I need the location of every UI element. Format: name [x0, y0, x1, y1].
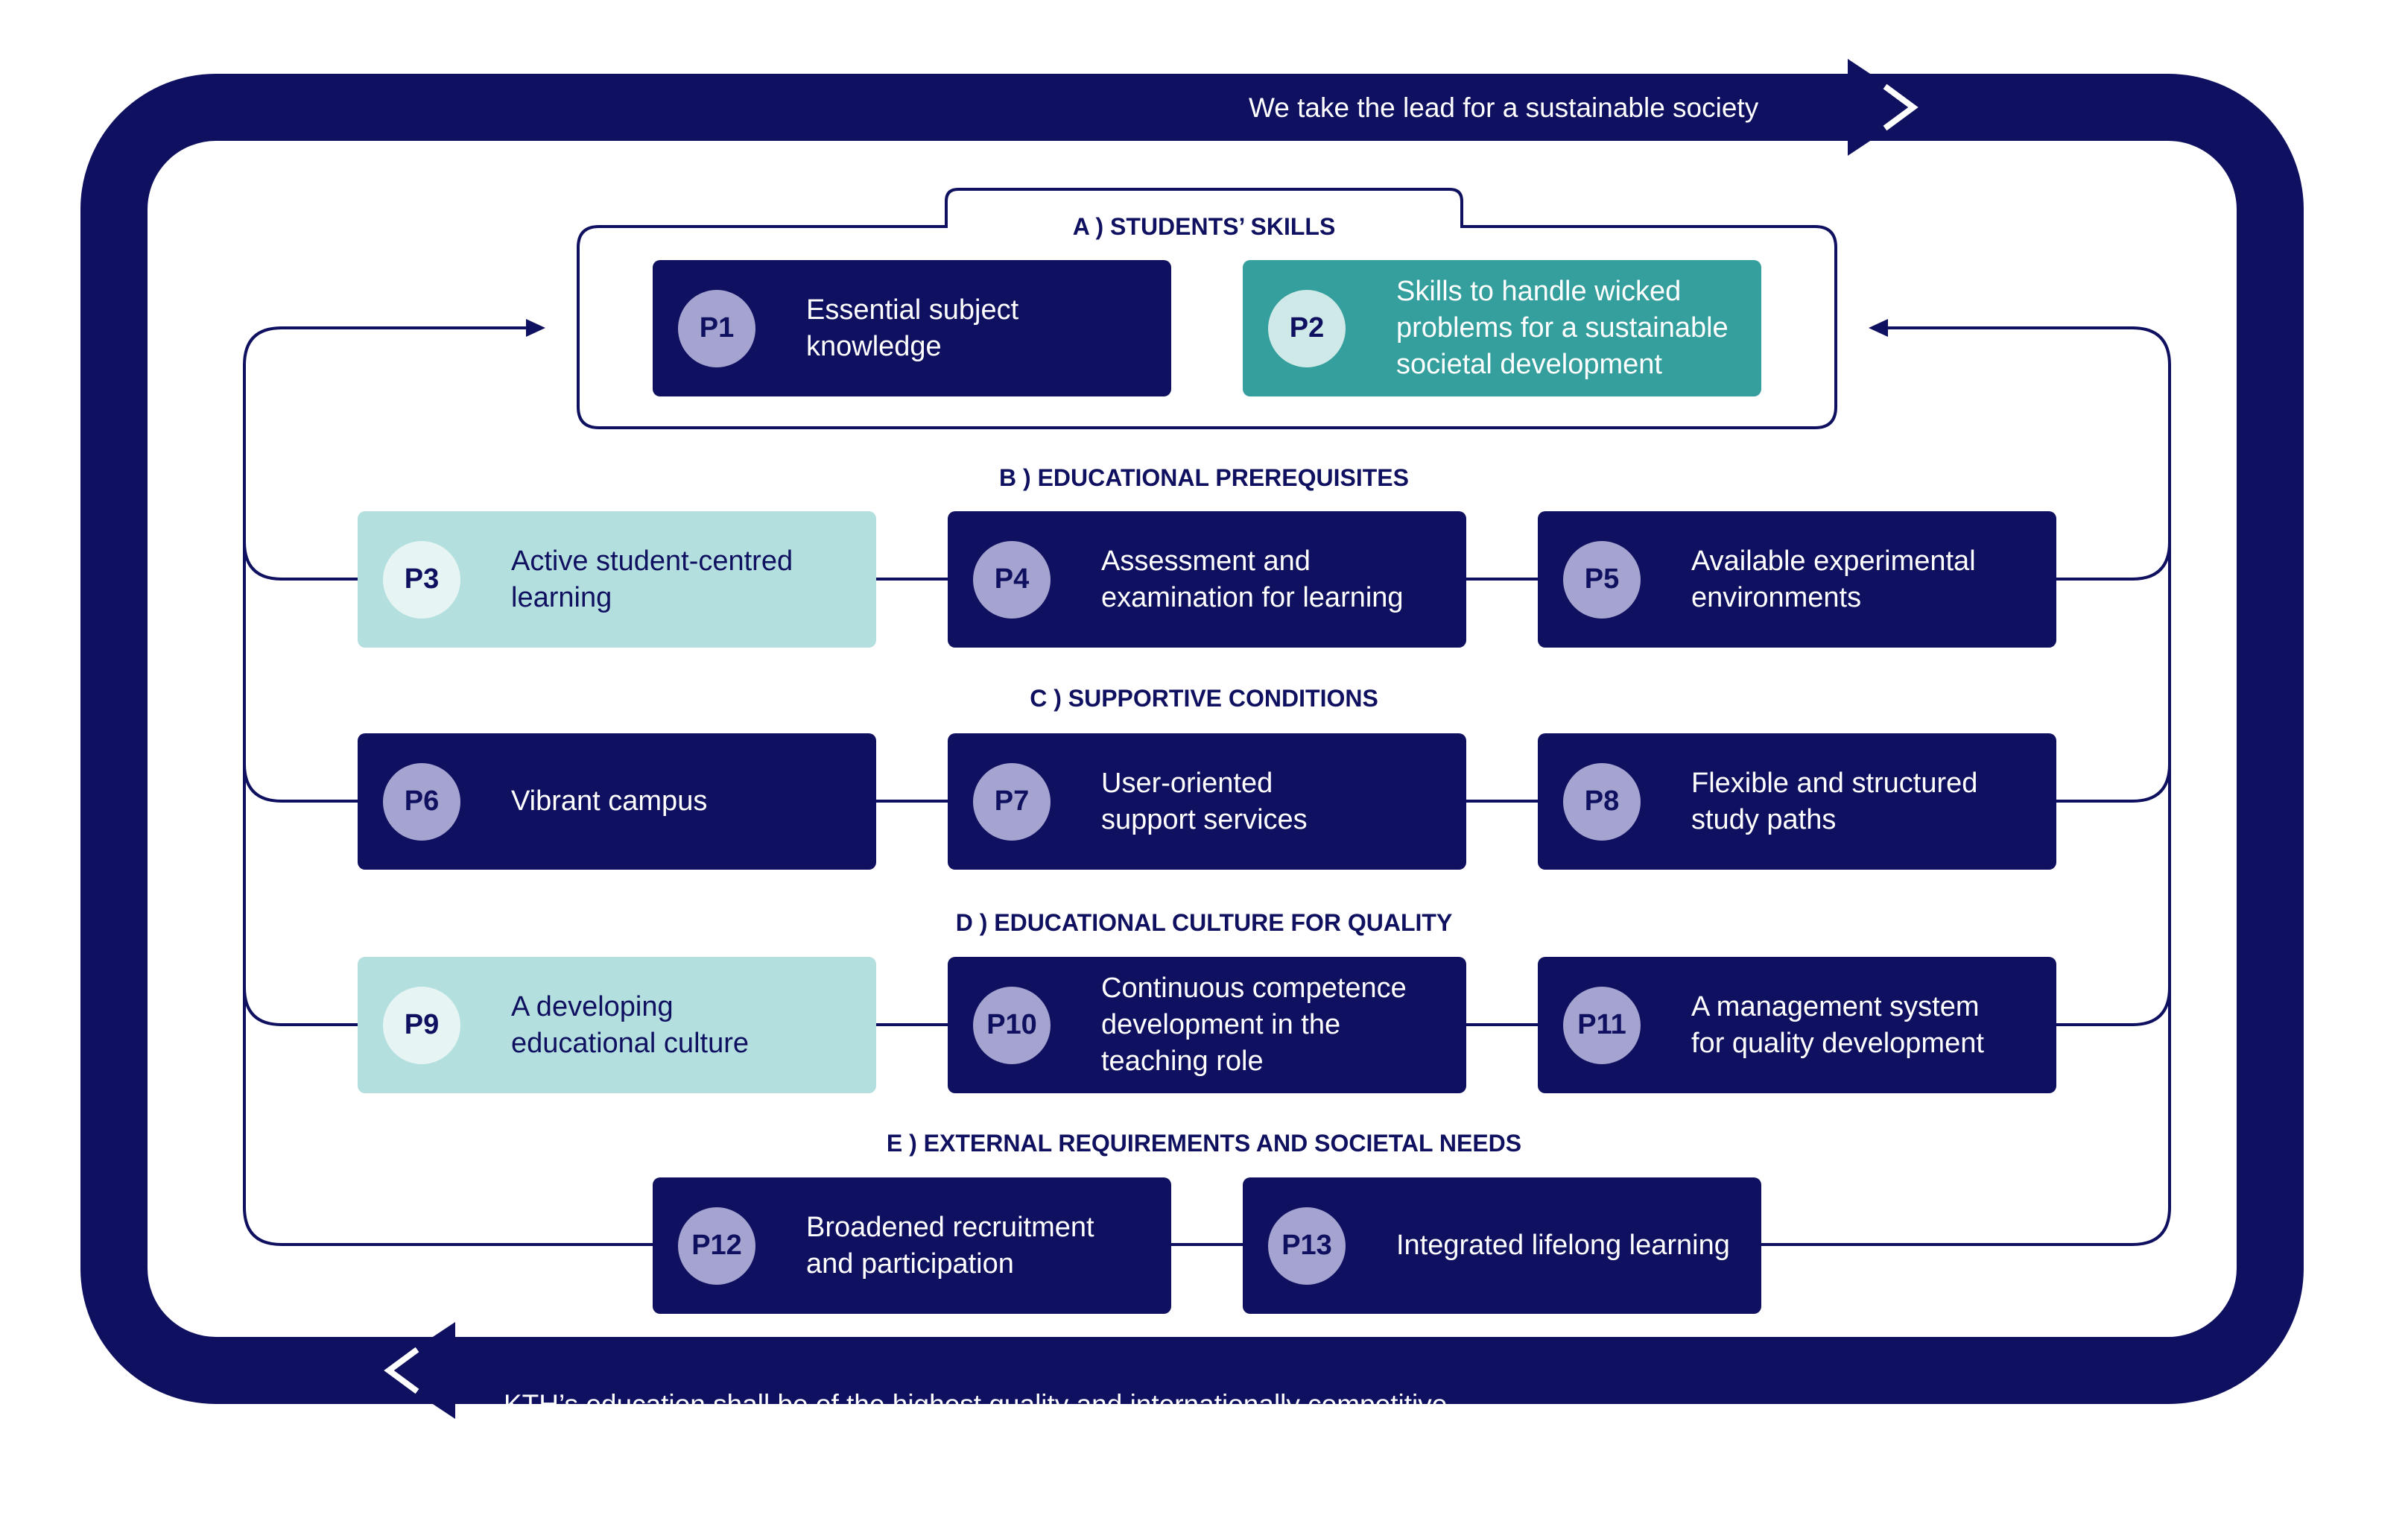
principle-label: Essential subject knowledge [806, 294, 1019, 362]
left-feedback-arrowhead [526, 319, 545, 337]
bottom-banner-text: KTH’s education shall be of the highest … [504, 1389, 1448, 1420]
principle-p3-box: P3 Active student-centred learning [358, 511, 876, 648]
principle-label: A management system for quality developm… [1691, 990, 1984, 1059]
principle-p2-box: P2 Skills to handle wicked problems for … [1243, 260, 1761, 396]
row-c-left-connector [243, 763, 359, 803]
principle-code-badge: P3 [383, 540, 460, 619]
principle-label: Integrated lifelong learning [1396, 1230, 1730, 1261]
principle-label: Active student-centred learning [511, 545, 793, 613]
row-b-right-connector [2053, 541, 2171, 581]
principle-p10-box: P10 Continuous competence development in… [948, 957, 1466, 1093]
principle-code-badge: P4 [973, 540, 1051, 619]
principle-code-badge: P12 [678, 1207, 755, 1285]
row-d-left-connector [243, 987, 359, 1026]
principle-code-badge: P11 [1563, 986, 1641, 1064]
top-arrowhead-outline [1883, 83, 1919, 131]
principle-p4-box: P4 Assessment and examination for learni… [948, 511, 1466, 648]
section-e-heading: E ) EXTERNAL REQUIREMENTS AND SOCIETAL N… [886, 1130, 1522, 1157]
principle-p13-box: P13 Integrated lifelong learning [1243, 1177, 1761, 1314]
principle-code-badge: P2 [1268, 289, 1346, 367]
principle-p9-box: P9 A developing educational culture [358, 957, 876, 1093]
principle-p7-box: P7 User-oriented support services [948, 733, 1466, 870]
row-d-right-connector [2053, 987, 2171, 1026]
principle-code-badge: P10 [973, 986, 1051, 1064]
principle-p8-box: P8 Flexible and structured study paths [1538, 733, 2056, 870]
left-feedback-line [243, 326, 539, 1148]
principle-label: Vibrant campus [511, 785, 708, 817]
section-a-frame [577, 188, 1837, 429]
principle-label: Skills to handle wicked problems for a s… [1396, 276, 1729, 380]
section-d-heading: D ) EDUCATIONAL CULTURE FOR QUALITY [955, 909, 1453, 936]
row-b-left-connector [243, 541, 359, 581]
principle-code-badge: P1 [678, 289, 755, 367]
principle-code-badge: P6 [383, 762, 460, 841]
right-feedback-arrowhead [1869, 319, 1888, 337]
principle-p6-box: P6 Vibrant campus [358, 733, 876, 870]
principle-label: Assessment and examination for learning [1101, 545, 1404, 613]
outer-loop-band [80, 74, 2304, 1404]
principle-label: Available experimental environments [1691, 545, 1976, 613]
principle-label: User-oriented support services [1101, 767, 1308, 835]
row-e-left-connector [243, 1207, 653, 1246]
principle-label: A developing educational culture [511, 990, 749, 1059]
principle-code-badge: P13 [1268, 1207, 1346, 1285]
principle-p5-box: P5 Available experimental environments [1538, 511, 2056, 648]
principle-label: Continuous competence development in the… [1101, 973, 1407, 1077]
top-arrowhead [1848, 59, 1921, 156]
section-b-heading: B ) EDUCATIONAL PREREQUISITES [999, 464, 1409, 491]
principle-p1-box: P1 Essential subject knowledge [653, 260, 1171, 396]
bottom-arrowhead [382, 1322, 455, 1419]
row-e-right-connector [1760, 1207, 2171, 1246]
top-banner-text: We take the lead for a sustainable socie… [1249, 92, 1759, 123]
row-c-right-connector [2053, 763, 2171, 803]
principle-code-badge: P5 [1563, 540, 1641, 619]
right-feedback-line [1876, 326, 2171, 1148]
principle-label: Broadened recruitment and participation [806, 1211, 1094, 1280]
principle-label: Flexible and structured study paths [1691, 767, 1978, 835]
principle-p12-box: P12 Broadened recruitment and participat… [653, 1177, 1171, 1314]
section-a-heading: A ) STUDENTS’ SKILLS [1072, 213, 1336, 240]
section-c-heading: C ) SUPPORTIVE CONDITIONS [1030, 685, 1378, 712]
principle-code-badge: P9 [383, 986, 460, 1064]
principle-code-badge: P8 [1563, 762, 1641, 841]
bottom-arrowhead-outline [384, 1347, 419, 1394]
principle-p11-box: P11 A management system for quality deve… [1538, 957, 2056, 1093]
principle-code-badge: P7 [973, 762, 1051, 841]
